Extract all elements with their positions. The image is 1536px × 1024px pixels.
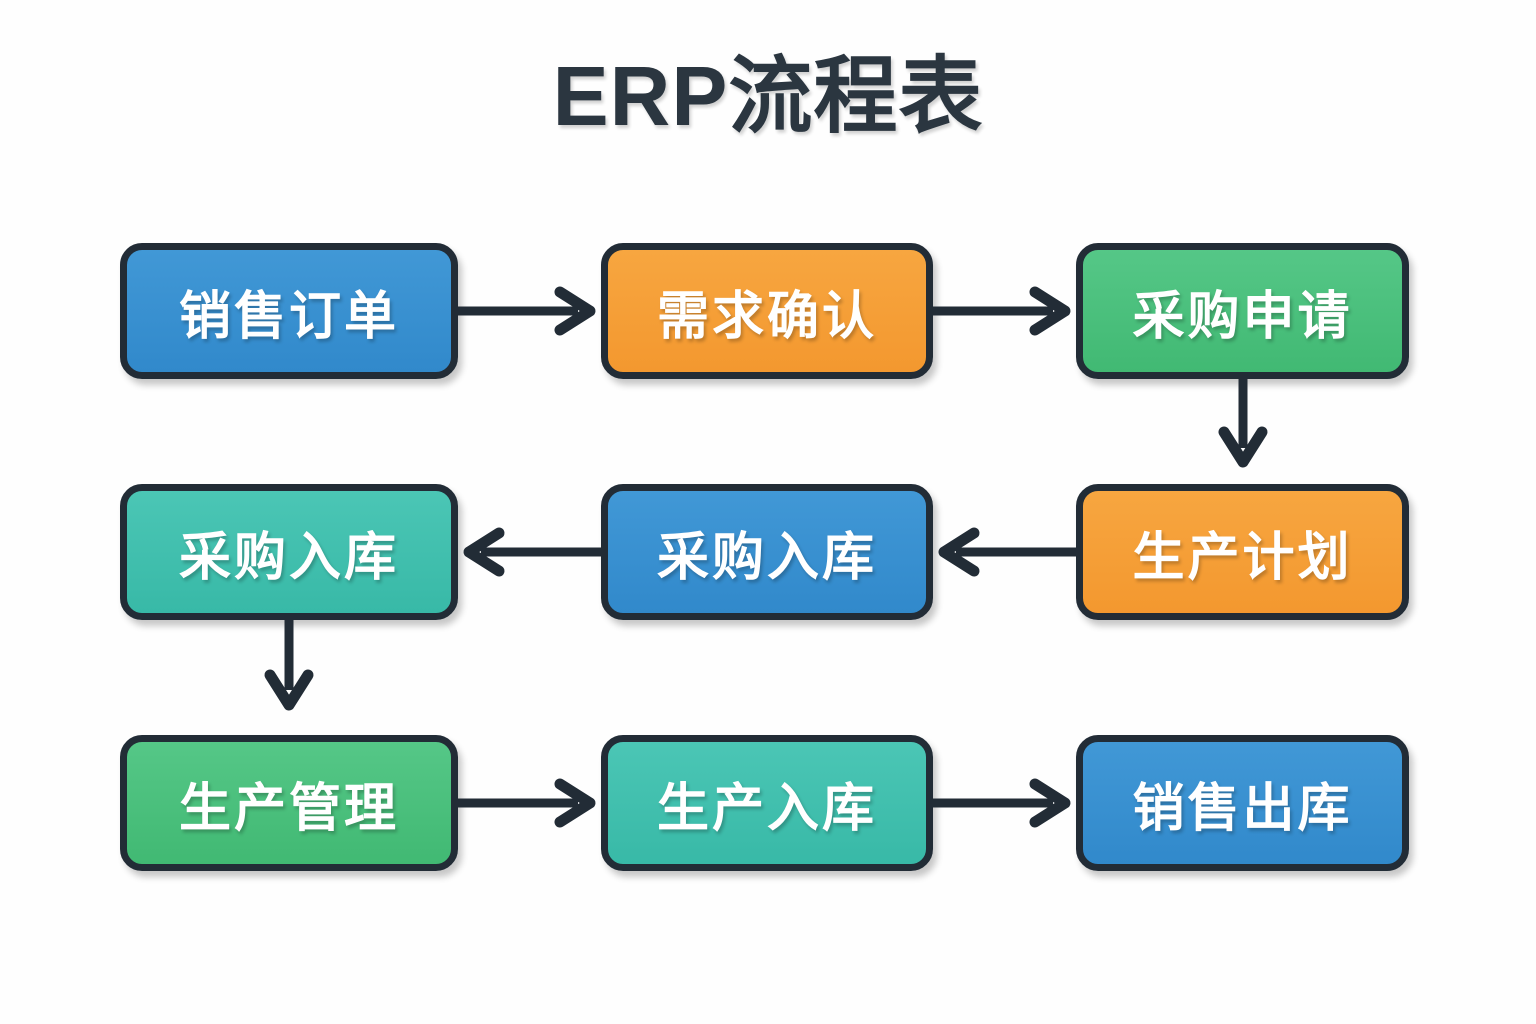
flow-node-sales-outbound[interactable]: 销售出库 [1076, 735, 1409, 871]
flow-node-label: 生产入库 [656, 779, 877, 838]
flow-node-label: 需求确认 [656, 287, 877, 346]
edge-production-management-to-production-inbound [458, 778, 596, 828]
page-title: ERP流程表 [552, 49, 984, 143]
flow-node-label: 销售订单 [178, 287, 399, 346]
edge-purchase-inbound-middle-to-left [463, 527, 601, 577]
flow-node-purchase-request[interactable]: 采购申请 [1076, 243, 1409, 379]
flow-node-label: 生产管理 [178, 779, 399, 838]
edge-purchase-request-to-production-plan [1218, 379, 1268, 468]
edge-production-plan-to-purchase-inbound-middle [938, 527, 1076, 577]
edge-production-inbound-to-sales-outbound [933, 778, 1071, 828]
flow-node-purchase-inbound-left[interactable]: 采购入库 [120, 484, 458, 620]
flow-node-production-management[interactable]: 生产管理 [120, 735, 458, 871]
flow-node-purchase-inbound-middle[interactable]: 采购入库 [601, 484, 933, 620]
flow-node-label: 采购申请 [1132, 287, 1353, 346]
flow-node-label: 销售出库 [1132, 779, 1353, 838]
flow-node-label: 生产计划 [1132, 528, 1353, 587]
edge-sales-order-to-demand-confirm [458, 286, 596, 336]
flow-node-label: 采购入库 [656, 528, 877, 587]
flow-node-production-inbound[interactable]: 生产入库 [601, 735, 933, 871]
flow-node-sales-order[interactable]: 销售订单 [120, 243, 458, 379]
edge-purchase-inbound-to-production-management [264, 620, 314, 711]
edge-demand-confirm-to-purchase-request [933, 286, 1071, 336]
flow-node-production-plan[interactable]: 生产计划 [1076, 484, 1409, 620]
flow-node-demand-confirm[interactable]: 需求确认 [601, 243, 933, 379]
flow-node-label: 采购入库 [178, 528, 399, 587]
